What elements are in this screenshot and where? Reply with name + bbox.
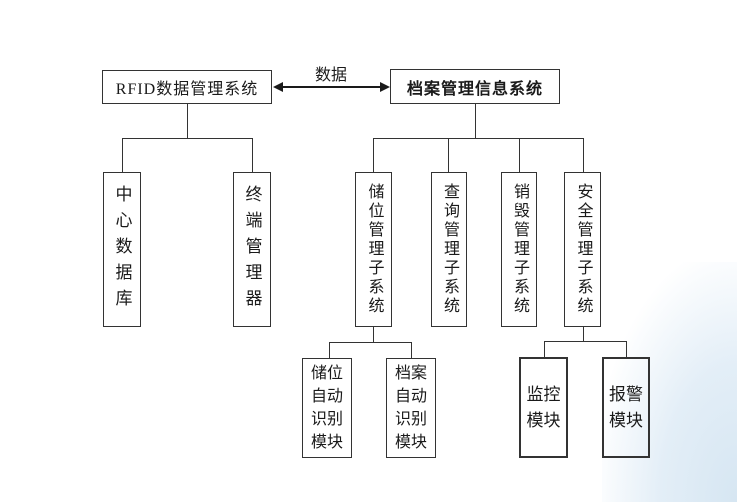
node-archive-auto-id-module: 档案自动识别模块 [386, 358, 436, 458]
node-label: 安全管理子系统 [574, 183, 592, 316]
connector-line [252, 138, 253, 172]
connector-line [583, 138, 584, 172]
node-destroy-management-subsystem: 销毁管理子系统 [501, 172, 537, 327]
node-alarm-module: 报警模块 [602, 357, 650, 458]
connector-line [122, 138, 253, 139]
node-label: 监控模块 [526, 384, 561, 430]
node-monitor-module: 监控模块 [519, 357, 568, 458]
connector-line [475, 104, 476, 138]
connector-line [329, 342, 330, 358]
node-security-management-subsystem: 安全管理子系统 [564, 172, 601, 327]
connector-line [411, 342, 412, 358]
data-link-label: 数据 [314, 67, 347, 84]
data-flow-arrow-line [281, 86, 382, 88]
node-storage-management-subsystem: 储位管理子系统 [355, 172, 392, 327]
connector-line [626, 341, 627, 357]
node-label: 中心数据库 [112, 184, 132, 315]
connector-line [329, 342, 411, 343]
node-archive-management-info-system: 档案管理信息系统 [390, 69, 560, 104]
node-label: 报警模块 [608, 384, 643, 430]
connector-line [544, 341, 545, 357]
node-label: RFID数据管理系统 [115, 81, 259, 98]
node-label: 档案自动识别模块 [394, 365, 427, 451]
connector-line [373, 327, 374, 342]
connector-line [373, 138, 374, 172]
connector-line [187, 104, 188, 138]
node-label: 终端管理器 [242, 184, 262, 315]
connector-line [583, 327, 584, 341]
arrowhead-right-icon [380, 82, 390, 92]
node-query-management-subsystem: 查询管理子系统 [431, 172, 467, 327]
node-label: 储位自动识别模块 [310, 365, 343, 451]
node-label: 查询管理子系统 [441, 183, 458, 316]
node-central-database: 中心数据库 [103, 172, 141, 327]
arrowhead-left-icon [273, 82, 283, 92]
connector-line [544, 341, 627, 342]
connector-line [122, 138, 123, 172]
node-storage-auto-id-module: 储位自动识别模块 [302, 358, 352, 458]
connector-line [448, 138, 449, 172]
node-terminal-manager: 终端管理器 [233, 172, 271, 327]
node-label: 销毁管理子系统 [511, 183, 528, 316]
connector-line [373, 138, 583, 139]
node-label: 档案管理信息系统 [406, 80, 543, 98]
connector-line [519, 138, 520, 172]
node-rfid-data-management-system: RFID数据管理系统 [102, 70, 272, 104]
node-label: 储位管理子系统 [365, 183, 383, 316]
